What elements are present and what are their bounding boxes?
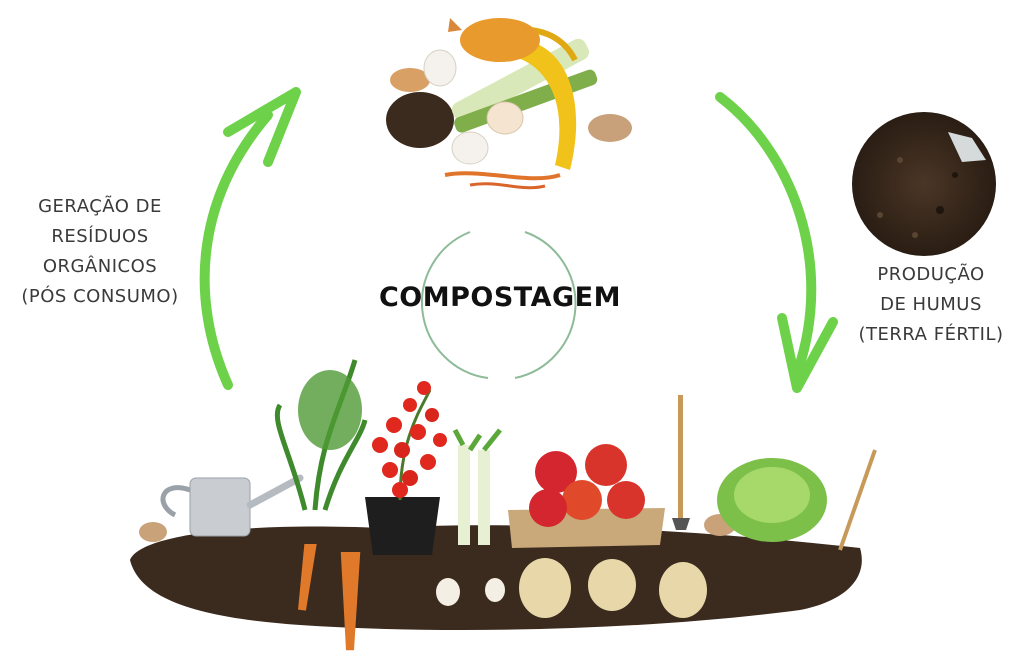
- left-label-line-2: RESÍDUOS: [51, 226, 149, 247]
- left-stage-label: GERAÇÃO DE RESÍDUOS ORGÂNICOS (PÓS CONSU…: [0, 192, 200, 312]
- humus-soil-illustration: [852, 112, 996, 256]
- right-label-line-1: PRODUÇÃO: [877, 264, 985, 285]
- vegetable-garden-illustration: [130, 359, 877, 651]
- left-cycle-arrow: [199, 87, 301, 390]
- right-stage-label: PRODUÇÃO DE HUMUS (TERRA FÉRTIL): [846, 260, 1016, 350]
- center-title: COMPOSTAGEM: [378, 282, 621, 313]
- right-label-line-3: (TERRA FÉRTIL): [858, 324, 1004, 345]
- center-ring: [421, 231, 577, 379]
- left-label-line-1: GERAÇÃO DE: [38, 196, 162, 217]
- left-label-line-3: ORGÂNICOS: [42, 256, 158, 277]
- right-label-line-2: DE HUMUS: [880, 294, 982, 315]
- right-cycle-arrow: [715, 92, 838, 393]
- food-scraps-illustration: [386, 18, 632, 190]
- left-label-line-4: (PÓS CONSUMO): [21, 286, 179, 307]
